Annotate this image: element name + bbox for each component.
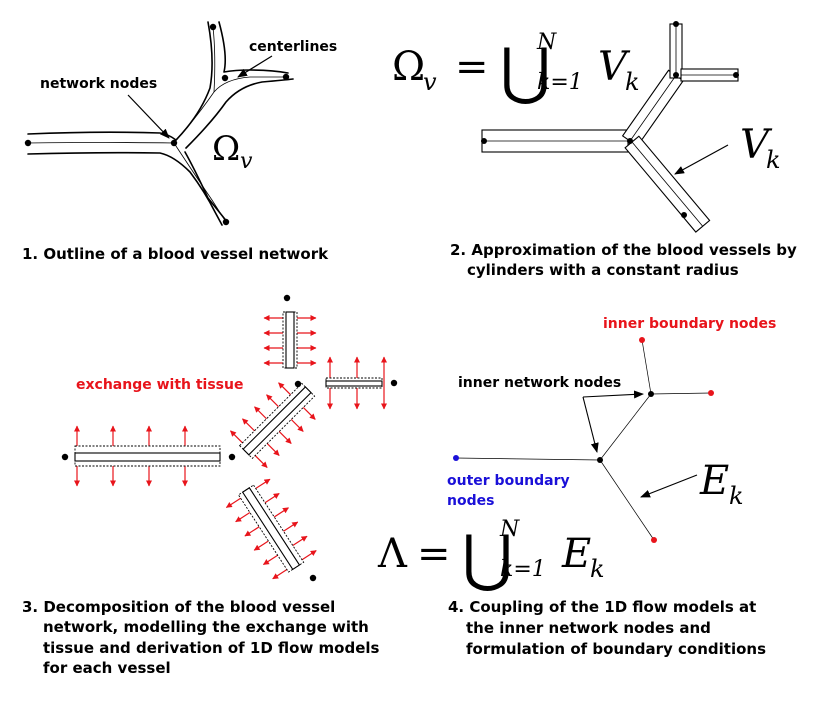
network-node xyxy=(24,139,32,147)
vessel-network-outline xyxy=(27,21,294,226)
formula-ek-sub: k xyxy=(590,555,605,583)
caption-3-line-2: network, modelling the exchange with xyxy=(43,618,369,636)
network-node xyxy=(222,218,230,226)
network-node xyxy=(673,21,679,27)
arrow-centerlines xyxy=(237,55,273,78)
caption-2-line-1: 2. Approximation of the blood vessels by xyxy=(450,241,797,259)
formula-equals: = xyxy=(417,531,451,577)
label-outer-boundary-line-2: nodes xyxy=(447,493,494,509)
outer-boundary-node xyxy=(453,455,459,461)
cylinder-network xyxy=(481,23,739,233)
inner-boundary-node xyxy=(708,390,714,396)
caption-4-line-3: formulation of boundary conditions xyxy=(466,640,766,658)
formula-lambda-union: Λ = ⋃ N k=1 E k xyxy=(377,517,605,594)
formula-union: ⋃ xyxy=(462,521,513,594)
network-node xyxy=(209,23,217,31)
caption-1: 1. Outline of a blood vessel network xyxy=(22,245,329,263)
caption-4-line-2: the inner network nodes and xyxy=(466,619,711,637)
network-node xyxy=(61,453,69,461)
network-node xyxy=(733,72,739,78)
vessel-segment-upper-diagonal xyxy=(230,382,316,468)
network-node xyxy=(170,139,178,147)
formula-omega-union: Ω v = ⋃ N k=1 V k xyxy=(392,30,640,107)
network-node xyxy=(390,379,398,387)
arrow-ek xyxy=(640,474,698,498)
label-inner-network-nodes: inner network nodes xyxy=(458,375,621,391)
arrow-vk xyxy=(674,144,729,175)
panel-3: exchange with tissue xyxy=(22,294,398,677)
label-network-nodes: network nodes xyxy=(40,76,157,92)
inner-network-node xyxy=(597,457,603,463)
label-inner-boundary-nodes: inner boundary nodes xyxy=(603,316,776,332)
caption-4-line-1: 4. Coupling of the 1D flow models at xyxy=(448,598,756,616)
panel-2: Ω v = ⋃ N k=1 V k xyxy=(392,21,797,279)
formula-ek: E xyxy=(561,531,591,577)
label-ek: E xyxy=(699,458,729,504)
formula-omega-sub: v xyxy=(423,68,437,96)
formula-lower-limit: k=1 xyxy=(500,557,546,582)
label-exchange-with-tissue: exchange with tissue xyxy=(76,377,243,393)
network-node xyxy=(673,72,679,78)
inner-boundary-node xyxy=(651,537,657,543)
inner-boundary-node xyxy=(639,337,645,343)
omega-symbol: Ω xyxy=(212,129,240,169)
vessel-segment-top xyxy=(263,311,317,369)
network-node xyxy=(282,73,290,81)
label-outer-boundary-line-1: outer boundary xyxy=(447,473,570,489)
formula-lambda: Λ xyxy=(377,531,408,577)
caption-3-line-1: 3. Decomposition of the blood vessel xyxy=(22,598,335,616)
formula-union: ⋃ xyxy=(500,34,551,107)
network-node xyxy=(294,380,302,388)
label-centerlines: centerlines xyxy=(249,39,337,55)
arrow-inner-node-2 xyxy=(582,396,599,453)
formula-vk-sub: k xyxy=(625,68,640,96)
formula-vk: V xyxy=(598,44,631,90)
network-node xyxy=(283,294,291,302)
arrow-inner-node-1 xyxy=(582,390,644,399)
arrow-network-nodes xyxy=(127,94,170,139)
vessel-segment-right xyxy=(325,356,387,410)
network-node xyxy=(681,212,687,218)
formula-upper-limit: N xyxy=(499,517,520,542)
label-ek-sub: k xyxy=(729,482,744,510)
caption-3-line-3: tissue and derivation of 1D flow models xyxy=(43,639,380,657)
formula-upper-limit: N xyxy=(536,30,557,55)
vessel-segment-lower-diagonal xyxy=(225,478,317,580)
label-vk: V xyxy=(740,122,773,168)
inner-network-node xyxy=(648,391,654,397)
network-node xyxy=(221,74,229,82)
label-vk-sub: k xyxy=(766,146,781,174)
network-node xyxy=(481,138,487,144)
caption-2-line-2: cylinders with a constant radius xyxy=(467,261,739,279)
formula-lower-limit: k=1 xyxy=(537,70,583,95)
formula-omega: Ω xyxy=(392,44,425,90)
panel-1: centerlines network nodes Ω v 1. Outline… xyxy=(22,21,337,263)
formula-equals: = xyxy=(455,44,489,90)
panel-4: inner boundary nodes inner network nodes… xyxy=(377,316,776,658)
network-node xyxy=(228,453,236,461)
network-node xyxy=(627,138,633,144)
network-node xyxy=(309,574,317,582)
graph-edges xyxy=(455,339,712,541)
omega-subscript: v xyxy=(240,149,253,174)
caption-3-line-4: for each vessel xyxy=(43,659,171,677)
vessel-segment-left xyxy=(74,425,221,487)
